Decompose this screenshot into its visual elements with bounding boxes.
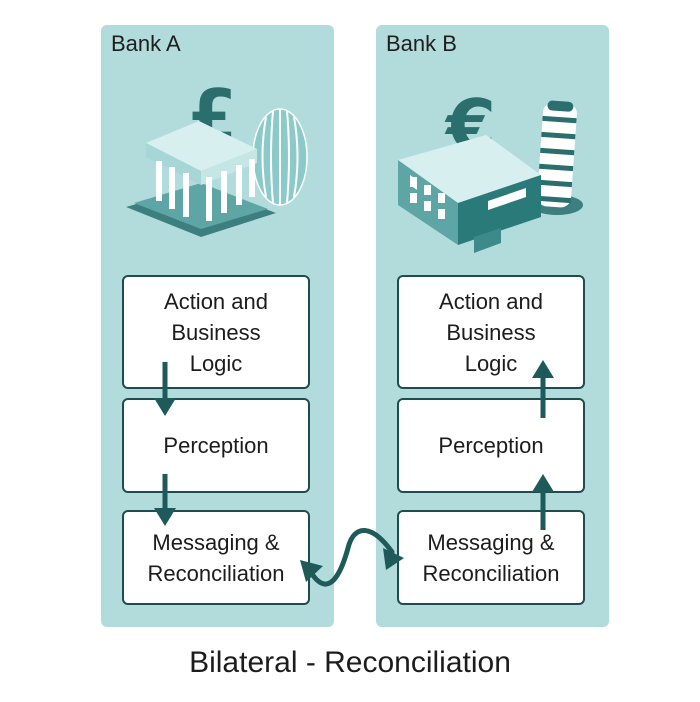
gherkin-tower-icon bbox=[252, 108, 308, 206]
bank-a-panel: Bank A £ Acti bbox=[101, 25, 334, 627]
bank-b-title: Bank B bbox=[386, 31, 457, 56]
bank-b-illustration: € bbox=[398, 84, 583, 253]
bank-a-illustration: £ bbox=[126, 74, 308, 237]
leaning-tower-icon bbox=[531, 100, 583, 215]
bank-a-title: Bank A bbox=[111, 31, 181, 56]
bank-b-perception-box: Perception bbox=[397, 398, 585, 493]
diagram-caption: Bilateral - Reconciliation bbox=[189, 646, 511, 679]
bank-b-messaging-reconciliation-box: Messaging & Reconciliation bbox=[397, 510, 585, 605]
classical-bank-building-icon bbox=[126, 121, 276, 237]
office-building-icon bbox=[398, 135, 541, 253]
bank-b-panel: Bank B € bbox=[376, 25, 609, 627]
bank-a-action-business-logic-box: Action and Business Logic bbox=[122, 275, 310, 389]
bank-a-perception-box: Perception bbox=[122, 398, 310, 493]
bank-b-action-business-logic-box: Action and Business Logic bbox=[397, 275, 585, 389]
bank-a-messaging-reconciliation-box: Messaging & Reconciliation bbox=[122, 510, 310, 605]
